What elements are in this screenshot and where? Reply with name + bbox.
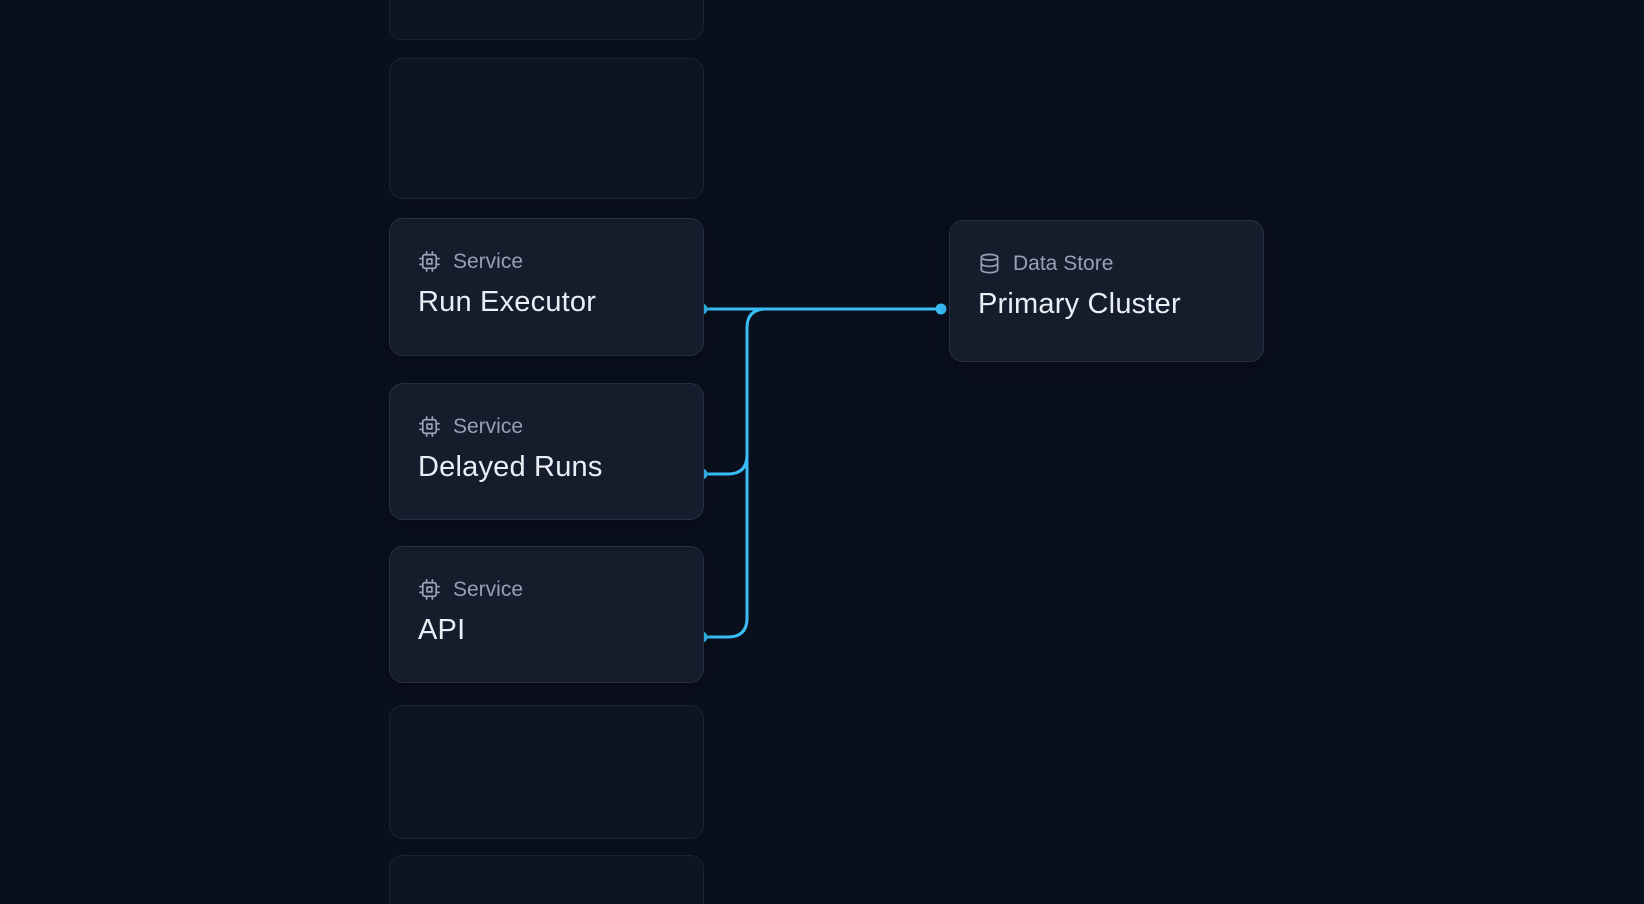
node-placeholder-bottom[interactable] (389, 855, 704, 904)
node-delayed-runs[interactable]: Service Delayed Runs (389, 383, 704, 520)
node-kind-row: Service (418, 578, 675, 601)
node-kind-label: Service (453, 415, 524, 438)
node-placeholder-2[interactable] (389, 705, 704, 839)
cpu-icon (418, 578, 441, 601)
node-kind-row: Data Store (978, 252, 1235, 275)
edge-api-to-primary-cluster[interactable] (700, 307, 768, 639)
node-kind-label: Service (453, 250, 524, 273)
node-kind-label: Data Store (1013, 252, 1114, 275)
node-placeholder-1[interactable] (389, 58, 704, 199)
edge-dot-primary-cluster (935, 303, 947, 315)
node-title: Delayed Runs (418, 451, 603, 483)
node-title: Primary Cluster (978, 288, 1181, 320)
node-run-executor[interactable]: Service Run Executor (389, 218, 704, 356)
database-icon (978, 252, 1001, 275)
cpu-icon (418, 415, 441, 438)
node-kind-row: Service (418, 415, 675, 438)
edge-delayed-runs-to-primary-cluster[interactable] (700, 453, 749, 476)
node-primary-cluster[interactable]: Data Store Primary Cluster (949, 220, 1264, 362)
node-title: Run Executor (418, 286, 597, 318)
node-kind-label: Service (453, 578, 524, 601)
node-title: API (418, 614, 466, 646)
node-placeholder-top[interactable] (389, 0, 704, 40)
node-api[interactable]: Service API (389, 546, 704, 683)
cpu-icon (418, 250, 441, 273)
node-kind-row: Service (418, 250, 675, 273)
